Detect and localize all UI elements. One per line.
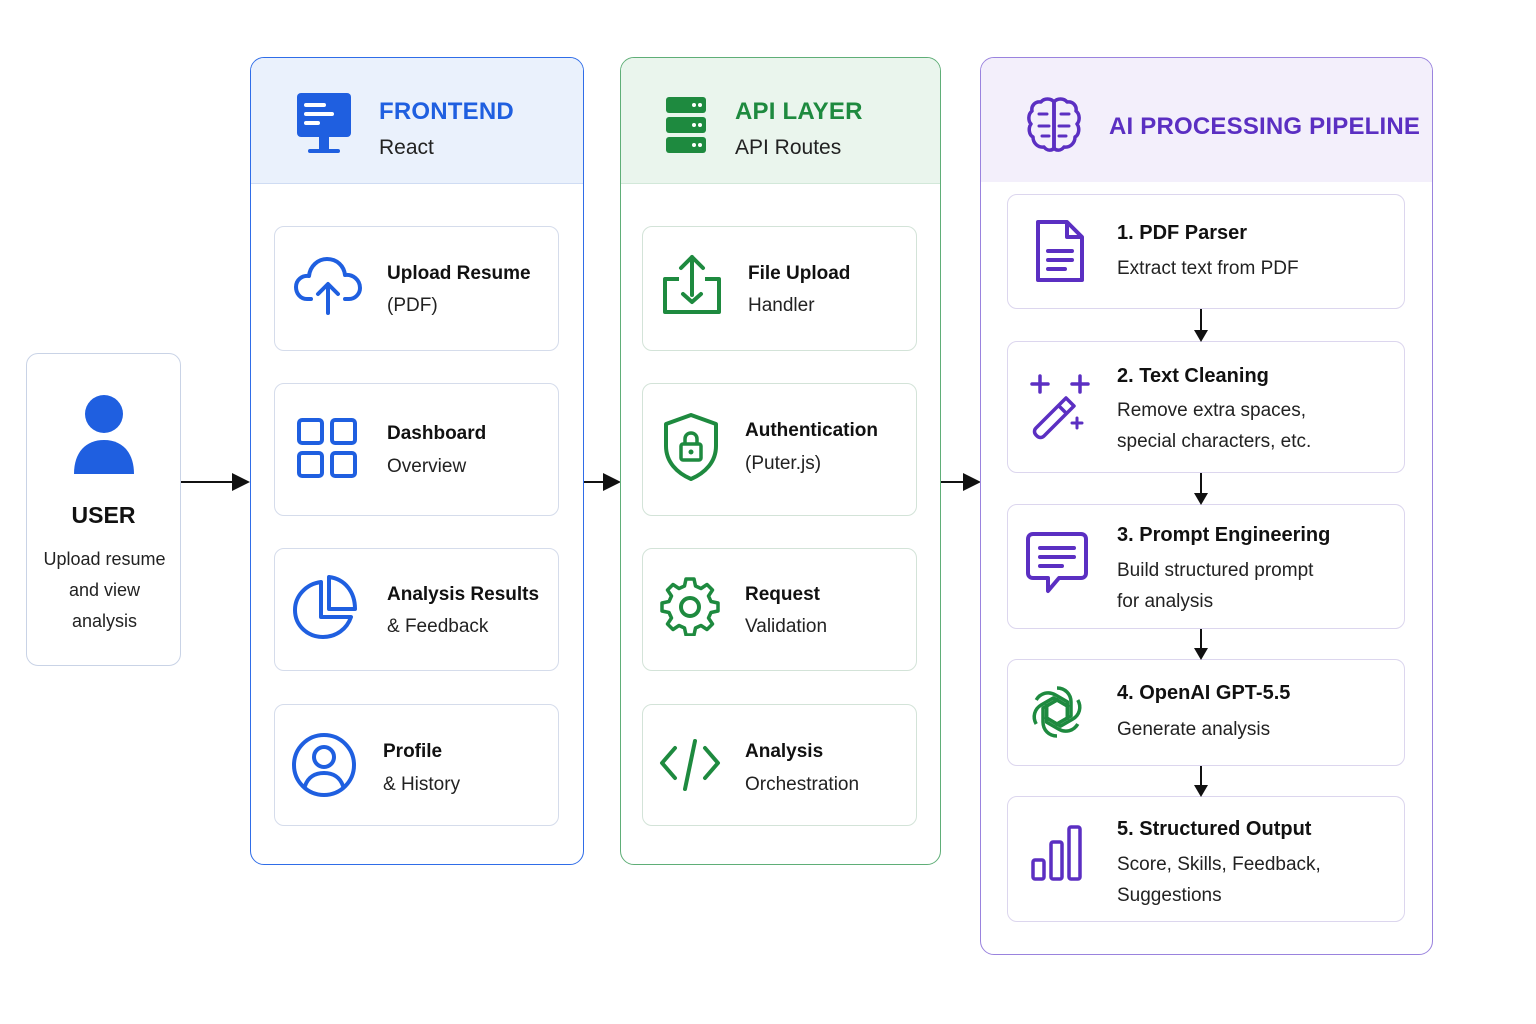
upload-resume-card: Upload Resume (PDF) (274, 226, 559, 351)
frontend-header: FRONTEND React (251, 58, 583, 184)
arrow-user-to-frontend (181, 473, 250, 491)
step-desc: special characters, etc. (1117, 431, 1312, 452)
card-subtitle: (Puter.js) (745, 453, 822, 474)
card-subtitle: Overview (387, 456, 467, 477)
arrow-api-to-ai (941, 473, 981, 491)
user-circle-icon (292, 733, 356, 797)
pie-chart-icon (293, 575, 357, 639)
user-icon (74, 395, 134, 474)
arrow-frontend-to-api (584, 473, 621, 491)
user-title: USER (71, 502, 136, 528)
user-description: Upload resume and view analysis (43, 549, 166, 631)
api-header: API LAYER API Routes (621, 58, 940, 184)
shield-lock-icon (664, 413, 718, 481)
step-title: 5. Structured Output (1117, 818, 1312, 840)
file-upload-icon (663, 255, 721, 314)
authentication-card: Authentication (Puter.js) (642, 383, 917, 516)
document-icon (1036, 220, 1084, 282)
analysis-results-card: Analysis Results & Feedback (274, 548, 559, 671)
step-title: 3. Prompt Engineering (1117, 524, 1331, 546)
code-icon (660, 739, 720, 791)
frontend-column: FRONTEND React Upload Resume (PDF) Dashb… (250, 57, 584, 865)
card-subtitle: & History (383, 774, 461, 795)
card-title: Analysis (745, 741, 824, 762)
pdf-parser-step: 1. PDF Parser Extract text from PDF (1007, 194, 1405, 309)
api-column: API LAYER API Routes File Upload Handler… (620, 57, 941, 865)
magic-wand-icon (1030, 374, 1090, 440)
brain-icon (1027, 97, 1081, 152)
analysis-orchestration-card: Analysis Orchestration (642, 704, 917, 826)
api-subtitle: API Routes (735, 136, 842, 159)
step-desc: Remove extra spaces, (1117, 400, 1307, 421)
openai-icon (1032, 686, 1082, 738)
text-cleaning-step: 2. Text Cleaning Remove extra spaces, sp… (1007, 341, 1405, 473)
step-desc: Extract text from PDF (1117, 258, 1299, 279)
step-title: 4. OpenAI GPT-5.5 (1117, 682, 1291, 704)
prompt-engineering-step: 3. Prompt Engineering Build structured p… (1007, 504, 1405, 629)
gear-icon (660, 577, 720, 636)
step-desc: Score, Skills, Feedback, (1117, 854, 1321, 875)
card-subtitle: Orchestration (745, 774, 860, 795)
card-title: Authentication (745, 420, 878, 441)
structured-output-step: 5. Structured Output Score, Skills, Feed… (1007, 796, 1405, 922)
card-title: Profile (383, 741, 443, 762)
cloud-upload-icon (294, 257, 362, 315)
chat-icon (1026, 532, 1088, 593)
monitor-icon (297, 93, 351, 153)
frontend-title: FRONTEND (379, 98, 514, 125)
arrow-step3-to-step4 (1194, 629, 1208, 660)
api-title: API LAYER (735, 98, 863, 125)
step-title: 1. PDF Parser (1117, 222, 1248, 244)
grid-icon (297, 418, 357, 478)
card-title: Request (745, 584, 820, 605)
bar-chart-icon (1031, 825, 1082, 881)
ai-pipeline-column: AI PROCESSING PIPELINE 1. PDF Parser Ext… (980, 57, 1433, 955)
arrow-step1-to-step2 (1194, 309, 1208, 342)
dashboard-card: Dashboard Overview (274, 383, 559, 516)
server-icon (666, 97, 706, 153)
arrow-step4-to-step5 (1194, 766, 1208, 797)
card-subtitle: Handler (748, 295, 815, 316)
card-subtitle: (PDF) (387, 295, 438, 316)
card-title: Dashboard (387, 423, 487, 444)
card-subtitle: Validation (745, 616, 828, 637)
card-subtitle: & Feedback (387, 616, 489, 637)
arrow-step2-to-step3 (1194, 473, 1208, 505)
card-title: File Upload (748, 263, 851, 284)
frontend-subtitle: React (379, 136, 434, 159)
card-title: Upload Resume (387, 263, 531, 284)
card-title: Analysis Results (387, 584, 540, 605)
file-upload-card: File Upload Handler (642, 226, 917, 351)
step-desc: Generate analysis (1117, 719, 1271, 740)
step-title: 2. Text Cleaning (1117, 365, 1269, 387)
ai-title: AI PROCESSING PIPELINE (1109, 113, 1421, 140)
request-validation-card: Request Validation (642, 548, 917, 671)
openai-step: 4. OpenAI GPT-5.5 Generate analysis (1007, 659, 1405, 766)
profile-card: Profile & History (274, 704, 559, 826)
step-desc: Suggestions (1117, 885, 1222, 906)
step-desc: for analysis (1117, 591, 1214, 612)
ai-header: AI PROCESSING PIPELINE (981, 58, 1432, 182)
user-box: USER Upload resume and view analysis (26, 353, 181, 666)
step-desc: Build structured prompt (1117, 560, 1314, 581)
